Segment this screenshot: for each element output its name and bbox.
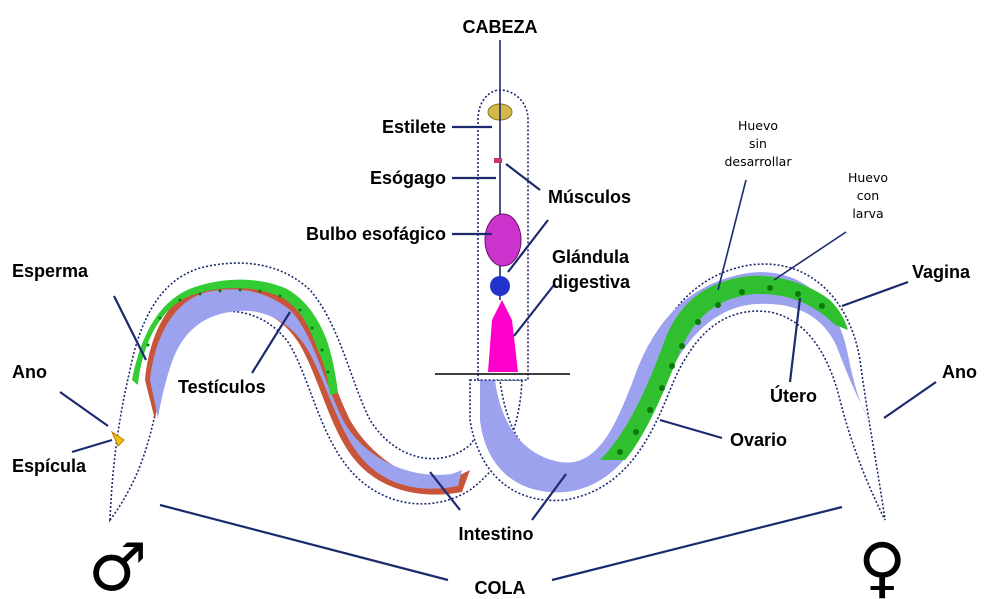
label-tail: COLA [475, 578, 526, 598]
label-anus-male: Ano [12, 362, 47, 382]
label-head: CABEZA [463, 17, 538, 37]
male-symbol: ♂ [88, 529, 147, 599]
label-anus-female: Ano [942, 362, 977, 382]
label-larva-egg-1: Huevo [848, 170, 888, 185]
label-esophagus: Esógago [370, 168, 446, 188]
label-testicles: Testículos [178, 377, 266, 397]
label-undeveloped-egg-3: desarrollar [725, 154, 793, 169]
label-digestive-gland-1: Glándula [552, 247, 630, 267]
label-larva-egg-3: larva [852, 206, 883, 221]
label-intestine: Intestino [459, 524, 534, 544]
label-undeveloped-egg-2: sin [749, 136, 767, 151]
label-esophageal-bulb: Bulbo esofágico [306, 224, 446, 244]
label-sperm: Esperma [12, 261, 89, 281]
label-undeveloped-egg-1: Huevo [738, 118, 778, 133]
label-digestive-gland-2: digestiva [552, 272, 631, 292]
label-stylet: Estilete [382, 117, 446, 137]
label-larva-egg-2: con [857, 188, 879, 203]
label-spicule: Espícula [12, 456, 87, 476]
label-uterus: Útero [770, 385, 817, 406]
female-symbol: ♀ [858, 529, 906, 599]
head-body [435, 40, 570, 380]
label-vagina: Vagina [912, 262, 971, 282]
label-muscles: Músculos [548, 187, 631, 207]
label-ovary: Ovario [730, 430, 787, 450]
